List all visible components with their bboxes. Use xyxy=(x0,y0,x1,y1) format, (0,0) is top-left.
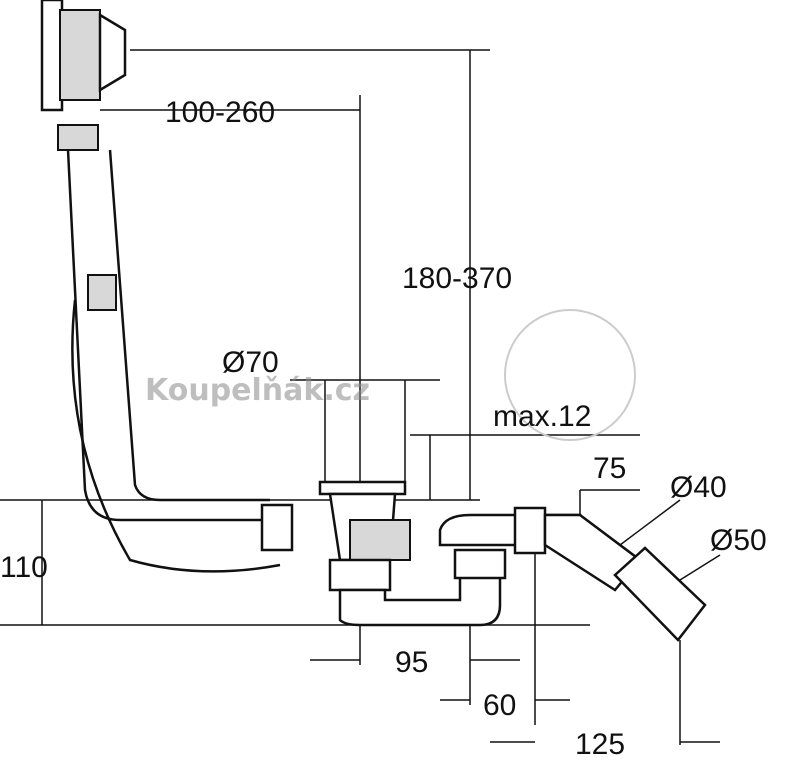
label-outlet-offset: 75 xyxy=(593,452,626,485)
label-outlet-length: 125 xyxy=(575,728,625,760)
watermark: Koupelňák.cz xyxy=(145,309,636,441)
label-trap-height: 110 xyxy=(0,551,48,584)
label-trap-to-outlet: 60 xyxy=(483,689,516,722)
watermark-text: Koupelňák.cz xyxy=(145,373,370,408)
dimension-labels: 100-260 180-370 Ø70 max.12 75 Ø40 Ø50 11… xyxy=(0,96,767,760)
label-drain-diameter: Ø70 xyxy=(222,346,279,379)
label-drain-to-trap: 95 xyxy=(395,646,428,679)
label-max-thickness: max.12 xyxy=(493,400,591,433)
waste-trap-assembly xyxy=(260,480,707,642)
label-overflow-reach: 100-260 xyxy=(165,96,275,129)
label-pipe-diameter-small: Ø40 xyxy=(670,471,727,504)
label-height-range: 180-370 xyxy=(402,262,512,295)
overflow-assembly xyxy=(40,0,281,573)
label-pipe-diameter-large: Ø50 xyxy=(710,524,767,557)
